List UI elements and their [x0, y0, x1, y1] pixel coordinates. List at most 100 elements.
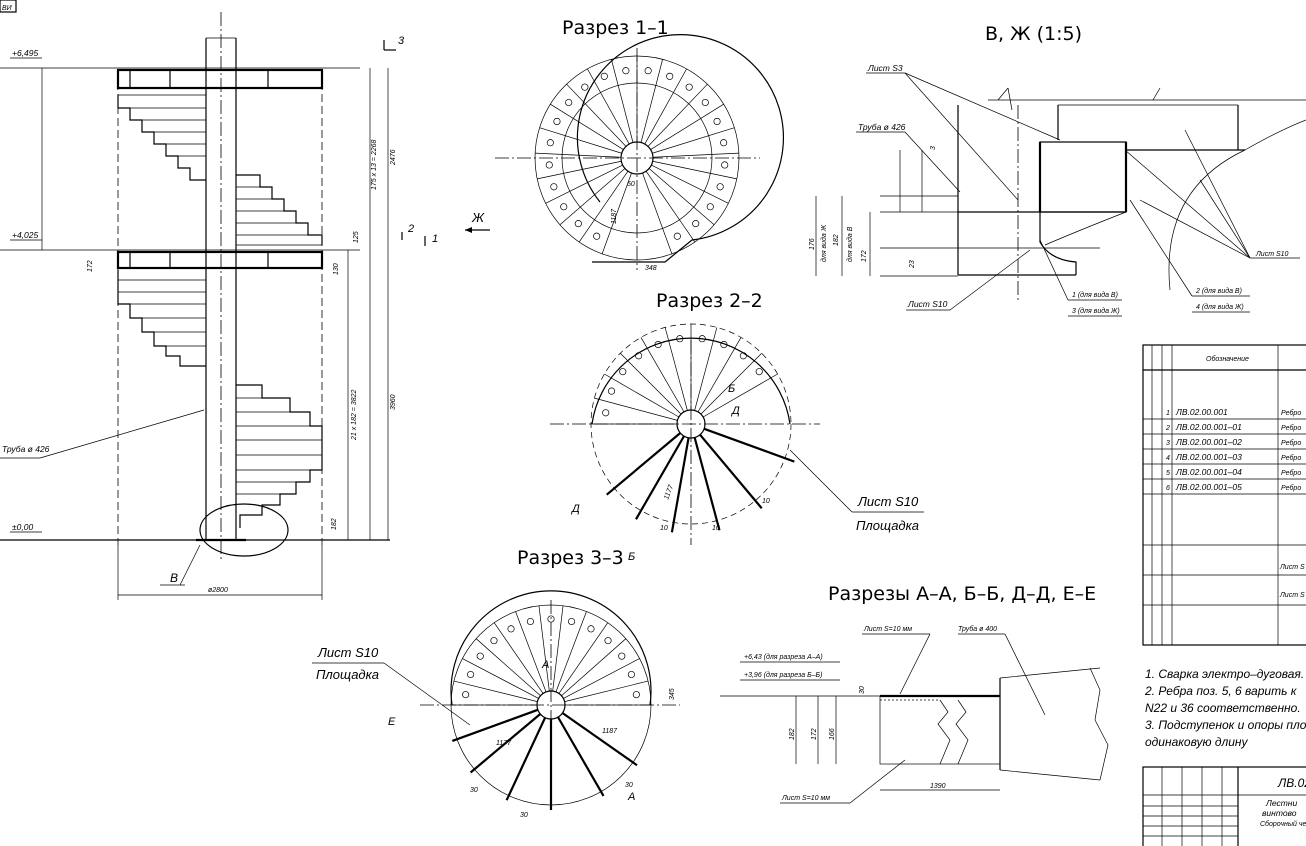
spec-row-code: ЛВ.02.00.001–03 [1175, 452, 1242, 462]
s3-cut-a2: А [627, 791, 635, 803]
bolt-hole [622, 67, 630, 75]
tread-line [647, 83, 708, 147]
level-mid: +4,025 [12, 230, 39, 240]
bolt-hole [721, 161, 729, 169]
spec-row-number: 3 [1166, 440, 1170, 447]
bolt-hole [627, 670, 635, 679]
detail-dim-172: 172 [861, 250, 868, 262]
s3-dim-30b: 30 [520, 812, 528, 819]
tread-line [650, 103, 724, 150]
s3-cut-a: А [541, 659, 549, 671]
spec-row-name: Ребро [1281, 484, 1301, 492]
s2-dim-10b: 10 [712, 525, 720, 532]
bolt-hole [526, 617, 534, 626]
bolt-hole [706, 203, 714, 211]
aa-pipe-400: Труба ø 400 [958, 625, 997, 633]
note-line: 1. Сварка электро–дуговая. [1145, 667, 1304, 681]
bolt-hole [685, 83, 693, 91]
dim-width: ø2800 [208, 587, 228, 594]
tread-line [493, 622, 544, 694]
bolt-hole [666, 72, 674, 80]
rib [469, 713, 541, 774]
tread-line [620, 353, 682, 415]
tread-line [566, 83, 627, 147]
rib [635, 435, 685, 520]
bolt-hole [507, 625, 515, 633]
spec-row-number: 2 [1165, 425, 1170, 432]
view-zh: Ж [471, 210, 485, 225]
tb-name-1: Лестни [1265, 798, 1297, 808]
aa-dim-182: 182 [789, 728, 796, 740]
spec-row-number: 6 [1166, 485, 1170, 492]
s3-sheet-label: Лист S10 [317, 645, 379, 660]
tread-line [664, 327, 688, 411]
detail-title: В, Ж (1:5) [985, 23, 1082, 45]
sections-aa-title: Разрезы А–А, Б–Б, Д–Д, Е–Е [828, 583, 1096, 605]
note-line: N22 и 36 соответственно. [1145, 701, 1301, 715]
dim-172: 172 [87, 260, 94, 272]
pipe-label: Труба ø 426 [2, 444, 50, 454]
detail-tag-2: 2 (для вида В) [1195, 287, 1242, 295]
s2-dim-10c: 10 [762, 498, 770, 505]
tread-line [604, 373, 680, 418]
tread-line [587, 68, 630, 145]
section-2-2: Разрез 2–2 Лист S10 Площадка 1177 10 10 … [550, 290, 924, 563]
tread-line [537, 160, 622, 180]
section-3-title: Разрез 3–3 [517, 547, 624, 569]
bolt-hole [490, 637, 498, 645]
bolt-hole [600, 72, 608, 80]
level-top: +6,495 [12, 48, 39, 58]
aa-dim-1390: 1390 [930, 783, 946, 790]
elevation-view: В +6,495 +4,025 ±0,00 175 x 13 = 2268 24… [0, 12, 490, 600]
bolt-hole [604, 637, 612, 645]
tread-line [640, 59, 663, 143]
tread-line [652, 160, 737, 180]
aa-level-396: +3,96 (для разреза Б–Б) [744, 671, 822, 679]
spec-row-code: ЛВ.02.00.001–01 [1175, 422, 1242, 432]
detail-sheet-s10a: Лист S10 [907, 299, 948, 309]
detail-dim-176: 176 [809, 238, 816, 250]
rib [693, 437, 721, 531]
bolt-hole [676, 335, 684, 343]
rib [699, 434, 763, 509]
dim-125: 125 [353, 231, 360, 243]
detail-pipe-426: Труба ø 426 [858, 122, 906, 132]
tread-line [515, 611, 547, 693]
detail-tag-1: 1 (для вида В) [1072, 291, 1118, 299]
bolt-hole [713, 117, 721, 125]
bolt-hole [673, 232, 681, 240]
notes: 1. Сварка электро–дуговая. 2. Ребра поз.… [1144, 667, 1306, 749]
tread-line [697, 337, 742, 413]
bolt-hole [587, 625, 595, 633]
bolt-hole [547, 615, 555, 623]
tread-line [645, 170, 696, 243]
tread-line [539, 127, 622, 154]
spec-row-code: ЛВ.02.00.001–02 [1175, 437, 1242, 447]
s3-dim-1187: 1187 [602, 728, 618, 735]
bolt-hole [602, 409, 610, 417]
tread-line [700, 353, 762, 415]
bolt-hole [607, 387, 616, 395]
s3-dim-30c: 30 [625, 782, 633, 789]
spec-row-name: Ребро [1281, 454, 1301, 462]
tread-line [642, 172, 673, 254]
corner-tag-text: ВИ [2, 5, 13, 12]
bolt-hole [635, 352, 643, 360]
s2-dim-1177: 1177 [663, 483, 675, 501]
aa-dim-166: 166 [829, 728, 836, 740]
bolt-hole [581, 83, 589, 91]
s1-dim-348: 348 [645, 265, 657, 272]
title-block: ЛВ.02 Лестни винтово Сборочный че [1142, 766, 1306, 846]
bolt-hole [632, 691, 640, 699]
rib [505, 717, 547, 801]
aa-dim-172: 172 [811, 728, 818, 740]
s3-cut-e: Е [388, 716, 396, 728]
tread-line [651, 164, 729, 204]
bolt-hole [553, 117, 561, 125]
spec-header: Обозначение [1206, 355, 1249, 363]
tread-line [640, 337, 685, 413]
bolt-hole [619, 368, 627, 376]
rib [606, 432, 681, 496]
detail-sheet-s3: Лист S3 [867, 63, 903, 73]
